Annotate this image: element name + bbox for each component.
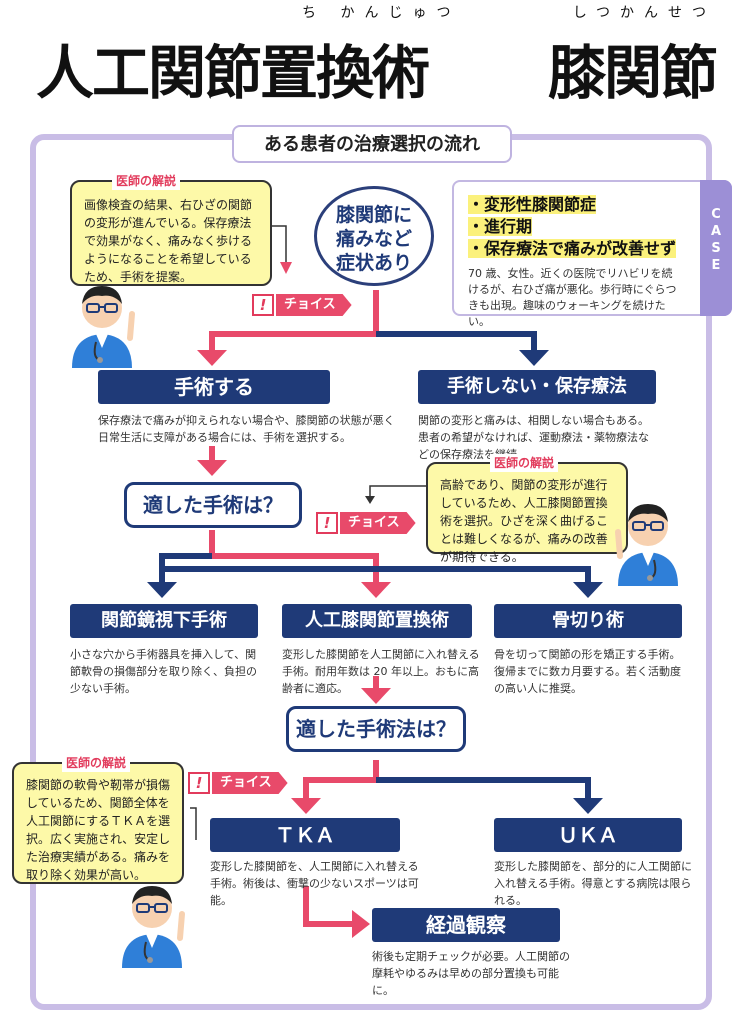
case-item-diagnosis: ・変形性膝関節症 <box>468 195 597 214</box>
case-item-status: ・保存療法で痛みが改善せず <box>468 239 677 258</box>
choice-tag-1: ! チョイス <box>252 294 372 316</box>
option-arthroscopy-desc: 小さな穴から手術器具を挿入して、関節軟骨の損傷部分を取り除く、負担の少ない手術。 <box>70 648 257 695</box>
doctor-note-label: 医師の解説 <box>490 454 559 472</box>
arrow-head-tka-total <box>361 582 391 598</box>
arrow-head-q2 <box>361 688 391 704</box>
arrow-head-tka <box>291 798 321 814</box>
case-description: 70 歳、女性。近くの医院でリハビリを続けるが、右ひざ痛が悪化。歩行時にぐらつき… <box>468 267 677 328</box>
choice-label: チョイス <box>276 294 352 316</box>
option-conservative: 手術しない・保存療法 <box>418 370 656 404</box>
doctor-note-label: 医師の解説 <box>112 172 181 190</box>
case-box: ・変形性膝関節症 ・進行期 ・保存療法で痛みが改善せず 70 歳、女性。近くの医… <box>452 180 732 328</box>
option-osteotomy-desc: 骨を切って関節の形を矯正する手術。復帰までに数カ月要する。若く活動度の高い人に推… <box>494 648 681 695</box>
arrow-head-osteotomy <box>573 582 603 598</box>
doctor-note-text: 膝関節の軟骨や靭帯が損傷しているため、関節全体を人工関節にするＴＫＡを選択。広く… <box>26 778 171 882</box>
option-knee-replacement-desc: 変形した膝関節を人工関節に入れ替える手術。耐用年数は 20 年以上。おもに高齢者… <box>282 648 480 695</box>
title-sub-ruby: しつかんせつ <box>572 5 716 21</box>
arrow-head-conservative <box>519 350 549 366</box>
option-knee-replacement: 人工膝関節置換術 <box>282 604 472 638</box>
choice-label: チョイス <box>340 512 416 534</box>
exclamation-icon: ! <box>188 772 210 794</box>
arrow-head-followup <box>352 910 370 938</box>
doctor-illustration <box>122 886 185 968</box>
doctor-illustration <box>72 286 135 368</box>
doctor-note-text: 高齢であり、関節の変形が進行しているため、人工膝関節置換術を選択。ひざを深く曲げ… <box>440 478 609 564</box>
option-arthroscopy: 関節鏡視下手術 <box>70 604 258 638</box>
arrow-to-level1 <box>209 290 537 352</box>
question-surgical-method: 適した手術法は？ <box>286 706 466 752</box>
page-title: 人工関節置換術 <box>36 39 430 107</box>
arrow-head-surgery <box>197 350 227 366</box>
option-surgery: 手術する <box>98 370 330 404</box>
final-followup: 経過観察 <box>372 908 560 942</box>
question-surgery-type: 適した手術は？ <box>124 482 302 528</box>
exclamation-icon: ! <box>316 512 338 534</box>
exclamation-icon: ! <box>252 294 274 316</box>
option-tka: ＴＫＡ <box>210 818 400 852</box>
option-tka-desc: 変形した膝関節を、人工関節に入れ替える手術。術後は、衝撃の少ないスポーツは可能。 <box>210 860 419 907</box>
start-node: 膝関節に 痛みなど 症状あり <box>314 186 434 286</box>
arrow-head-uka <box>573 798 603 814</box>
page-header: ち かんじゅつ 人工関節置換術 しつかんせつ 膝関節 <box>36 5 718 107</box>
arrow-head-arthroscopy <box>147 582 177 598</box>
choice-tag-3: ! チョイス <box>188 772 308 794</box>
title-main-ruby: ち かんじゅつ <box>302 5 461 21</box>
start-node-line1: 膝関節に <box>335 204 412 226</box>
doctor-note-1: 医師の解説 画像検査の結果、右ひざの関節の変形が進んでいる。保存療法で効果がなく… <box>70 172 272 286</box>
option-surgery-desc: 保存療法で痛みが抑えられない場合や、膝関節の状態が悪く日常生活に支障がある場合に… <box>98 414 395 444</box>
case-item-stage: ・進行期 <box>468 217 533 236</box>
doctor-note-text: 画像検査の結果、右ひざの関節の変形が進んでいる。保存療法で効果がなく、痛みなく歩… <box>84 198 253 284</box>
choice-tag-2: ! チョイス <box>316 512 436 534</box>
doctor-note-label: 医師の解説 <box>62 754 131 772</box>
page-subtitle: 膝関節 <box>547 39 718 107</box>
option-uka-desc: 変形した膝関節を、部分的に人工関節に入れ替える手術。得意とする病院は限られる。 <box>494 860 692 907</box>
option-uka: ＵＫＡ <box>494 818 682 852</box>
final-followup-desc: 術後も定期チェックが必要。人工関節の摩耗やゆるみは早めの部分置換も可能に。 <box>372 950 570 997</box>
option-osteotomy: 骨切り術 <box>494 604 682 638</box>
arrow-head-q1 <box>197 460 227 476</box>
doctor-illustration <box>615 504 678 586</box>
doctor-note-3: 医師の解説 膝関節の軟骨や靭帯が損傷しているため、関節全体を人工関節にするＴＫＡ… <box>12 754 184 884</box>
doctor-note-2: 医師の解説 高齢であり、関節の変形が進行しているため、人工膝関節置換術を選択。ひ… <box>426 454 628 564</box>
flow-title: ある患者の治療選択の流れ <box>232 125 512 163</box>
start-node-line2: 痛みなど <box>335 228 412 250</box>
choice-label: チョイス <box>212 772 288 794</box>
start-node-line3: 症状あり <box>335 252 412 274</box>
